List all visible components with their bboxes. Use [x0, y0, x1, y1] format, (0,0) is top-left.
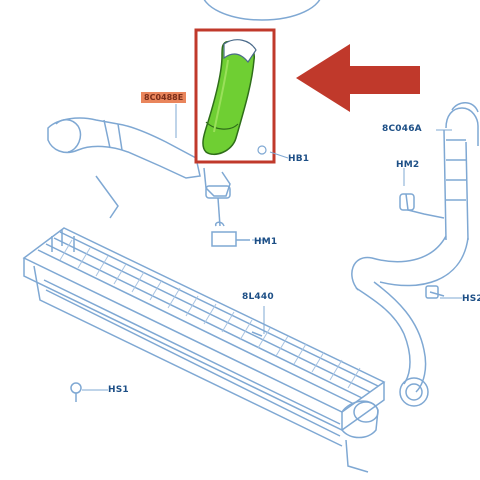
pointer-arrow	[296, 44, 420, 112]
label-right-pipe-reference: 8C046A	[382, 124, 422, 134]
upper-left-pipe	[47, 117, 201, 219]
right-pipe	[351, 102, 479, 407]
label-hs2: HS2	[462, 294, 480, 304]
label-intercooler: 8L440	[242, 292, 274, 302]
intercooler-body	[22, 227, 386, 473]
highlighted-hose	[202, 39, 267, 156]
label-hm2: HM2	[396, 160, 420, 170]
highlighted-part-reference: 8C0488E	[141, 92, 187, 103]
label-hb1: HB1	[288, 154, 310, 164]
highlight-frame	[194, 28, 276, 164]
label-hm1: HM1	[254, 237, 278, 247]
top-blob	[203, 0, 321, 21]
label-hs1: HS1	[108, 385, 129, 395]
leader-lines	[82, 104, 462, 391]
lower-connector	[203, 167, 250, 247]
hs1-bolt	[70, 382, 82, 402]
intercooler-fins	[59, 239, 361, 389]
